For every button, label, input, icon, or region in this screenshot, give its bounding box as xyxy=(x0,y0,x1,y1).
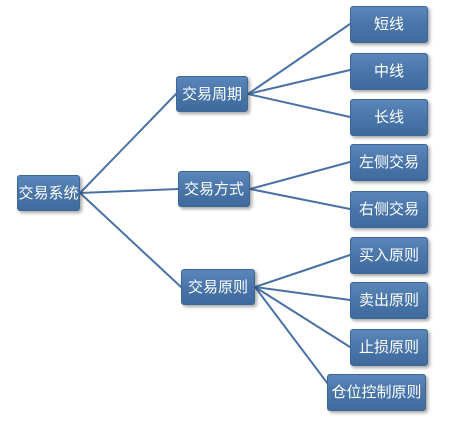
leaf-node-mid-term: 中线 xyxy=(350,53,428,90)
root-node-label: 交易系统 xyxy=(18,183,79,202)
leaf-node-label: 右侧交易 xyxy=(358,200,419,218)
leaf-node-stop-loss-principle: 止损原则 xyxy=(350,329,428,366)
connector-cycle-mid xyxy=(247,69,351,95)
branch-node-label: 交易方式 xyxy=(183,179,244,198)
leaf-node-label: 中线 xyxy=(373,62,404,80)
connector-root-principle xyxy=(79,192,182,288)
connector-cycle-long xyxy=(247,93,351,118)
root-node: 交易系统 xyxy=(17,175,80,211)
branch-node-trading-cycle: 交易周期 xyxy=(176,76,248,112)
branch-node-label: 交易周期 xyxy=(181,84,242,103)
leaf-node-label: 短线 xyxy=(373,15,404,33)
connector-cycle-short xyxy=(247,23,351,95)
leaf-node-right-side-trading: 右侧交易 xyxy=(350,191,428,228)
leaf-node-label: 长线 xyxy=(373,108,404,126)
branch-node-trading-method: 交易方式 xyxy=(178,171,250,207)
branch-node-label: 交易原则 xyxy=(187,277,248,296)
leaf-node-label: 买入原则 xyxy=(358,246,419,264)
leaf-node-label: 左侧交易 xyxy=(358,153,419,171)
connector-root-cycle xyxy=(79,93,177,194)
leaf-node-label: 止损原则 xyxy=(358,338,419,356)
leaf-node-buy-principle: 买入原则 xyxy=(350,237,428,274)
connector-principle-stop xyxy=(254,286,351,348)
branch-node-trading-principle: 交易原则 xyxy=(181,269,255,305)
leaf-node-left-side-trading: 左侧交易 xyxy=(350,144,428,181)
leaf-node-position-control-principle: 仓位控制原则 xyxy=(327,374,426,411)
connector-principle-position xyxy=(254,286,335,393)
leaf-node-label: 卖出原则 xyxy=(358,291,419,309)
leaf-node-long-term: 长线 xyxy=(350,99,428,136)
connector-method-left xyxy=(249,161,351,190)
connector-method-right xyxy=(249,188,351,210)
leaf-node-label: 仓位控制原则 xyxy=(331,383,422,401)
leaf-node-short-term: 短线 xyxy=(350,6,428,43)
connector-principle-buy xyxy=(254,254,351,288)
leaf-node-sell-principle: 卖出原则 xyxy=(350,282,428,319)
connector-principle-sell xyxy=(254,286,351,301)
connector-root-method xyxy=(79,188,179,194)
